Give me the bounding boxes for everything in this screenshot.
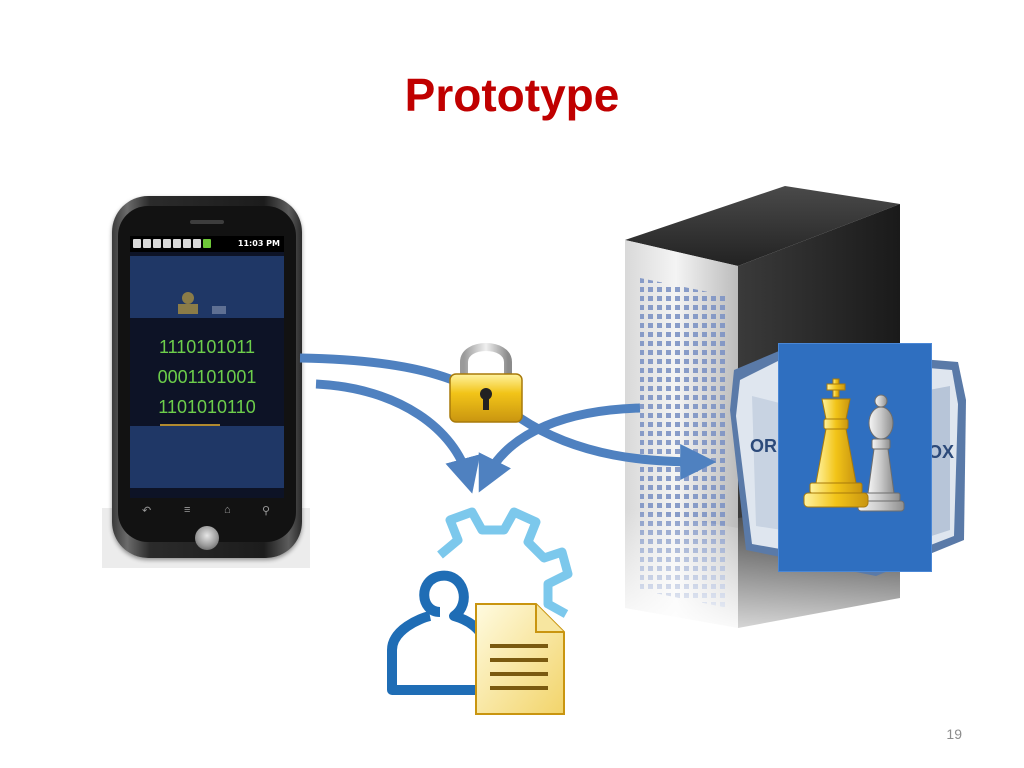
status-time: 11:03 PM bbox=[237, 239, 280, 248]
phone-bezel: 11:03 PM 1110101011 0001101001 110101011… bbox=[118, 206, 296, 542]
status-bar: 11:03 PM bbox=[130, 236, 284, 252]
gear-outline bbox=[437, 507, 573, 618]
slide-number: 19 bbox=[946, 726, 962, 742]
document-icon bbox=[475, 603, 565, 715]
panel-strip bbox=[160, 424, 220, 427]
vbox-text-right: OX bbox=[928, 442, 954, 462]
vbox-text-left: OR bbox=[750, 436, 777, 456]
person-outline bbox=[387, 570, 489, 695]
menu-icon: ≡ bbox=[184, 504, 191, 516]
phone-screen: 11:03 PM 1110101011 0001101001 110101011… bbox=[130, 236, 284, 498]
app-panel-top bbox=[130, 256, 284, 318]
app-panel-bottom bbox=[130, 426, 284, 488]
gold-king bbox=[803, 378, 869, 508]
earpiece bbox=[190, 220, 224, 224]
silver-bishop bbox=[857, 394, 905, 512]
gear-user-document-icon bbox=[387, 507, 573, 715]
status-icons bbox=[133, 239, 213, 250]
softkeys: ↶ ≡ ⌂ ⚲ bbox=[136, 504, 278, 518]
binary-line: 1101010110 bbox=[158, 397, 256, 417]
virtualbox-tile bbox=[778, 343, 932, 572]
binary-line: 1110101011 bbox=[158, 337, 256, 357]
slide-title: Prototype bbox=[404, 69, 620, 121]
smartphone-icon: 11:03 PM 1110101011 0001101001 110101011… bbox=[102, 192, 312, 568]
binary-data: 1110101011 0001101001 1101010110 bbox=[130, 332, 284, 422]
padlock-icon bbox=[449, 343, 523, 423]
home-button bbox=[195, 526, 219, 550]
chess-pieces-icon bbox=[803, 378, 905, 512]
phone-body: 11:03 PM 1110101011 0001101001 110101011… bbox=[112, 196, 302, 558]
chess-piece-icon bbox=[178, 292, 226, 314]
home-icon: ⌂ bbox=[224, 504, 231, 516]
back-icon: ↶ bbox=[142, 505, 152, 517]
search-icon: ⚲ bbox=[262, 505, 271, 517]
binary-line: 0001101001 bbox=[157, 367, 257, 387]
